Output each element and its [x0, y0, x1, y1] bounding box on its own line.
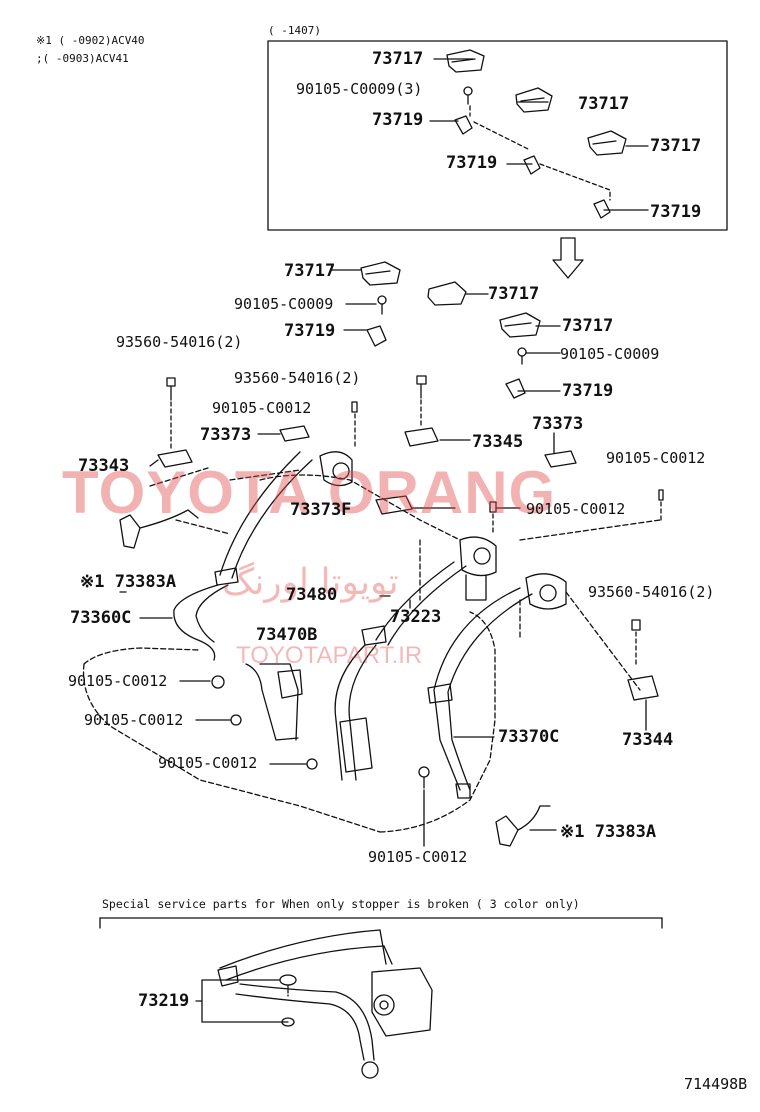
label-90105-c0012: 90105-C0012 [526, 500, 626, 518]
label-73373: 73373 [200, 425, 252, 445]
label-73383a: ※1 73383A [80, 572, 177, 592]
label-73360c: 73360C [70, 608, 132, 628]
inset-header: ( -1407) [268, 24, 321, 37]
watermark-persian: تویوتا اورنگ [222, 562, 399, 603]
label-90105-c0012: 90105-C0012 [606, 449, 706, 467]
label-73344: 73344 [622, 730, 674, 750]
label-73373f: 73373F [290, 500, 352, 520]
inset-frame [267, 40, 728, 231]
label-73717: 73717 [650, 136, 702, 156]
diagram-code: 714498B [684, 1075, 748, 1093]
label-73719: 73719 [284, 321, 336, 341]
label-90105-c0012: 90105-C0012 [84, 711, 184, 729]
label-93560-54016-2: 93560-54016(2) [116, 333, 243, 351]
label-93560-54016-2: 93560-54016(2) [234, 369, 361, 387]
label-73370c: 73370C [498, 727, 560, 747]
label-73717: 73717 [562, 316, 614, 336]
label-73719: 73719 [372, 110, 424, 130]
label-90105-c0009: 90105-C0009 [234, 295, 334, 313]
label-93560-54016-2: 93560-54016(2) [588, 583, 715, 601]
label-73717: 73717 [488, 284, 540, 304]
label-90105-c0012: 90105-C0012 [368, 848, 468, 866]
label-90105-c0012: 90105-C0012 [212, 399, 312, 417]
label-73219: 73219 [138, 991, 190, 1011]
label-73223: 73223 [390, 607, 442, 627]
label-73470b: 73470B [256, 625, 318, 645]
label-73719: 73719 [562, 381, 614, 401]
label-90105-c0012: 90105-C0012 [158, 754, 258, 772]
label-73480: 73480 [286, 585, 338, 605]
upper-parts [149, 261, 664, 536]
label-90105-c0009: 90105-C0009 [560, 345, 660, 363]
label-73717: 73717 [372, 49, 424, 69]
label-73717: 73717 [284, 261, 336, 281]
note-acv40: ※1 ( -0902)ACV40 [36, 34, 145, 47]
note-acv41: ;( -0903)ACV41 [36, 52, 129, 65]
label-73345: 73345 [472, 432, 524, 452]
special-service-drawing [99, 917, 663, 1079]
label-73719: 73719 [446, 153, 498, 173]
label-90105-c0009-3: 90105-C0009(3) [296, 80, 423, 98]
label-73373: 73373 [532, 414, 584, 434]
watermark-site: TOYOTAPART.IR [236, 642, 423, 669]
label-73719: 73719 [650, 202, 702, 222]
label-73343: 73343 [78, 456, 130, 476]
center-belt-assembly [179, 536, 497, 847]
label-73383a: ※1 73383A [560, 822, 657, 842]
right-belt-assembly [427, 573, 659, 847]
seat-outline [82, 467, 661, 833]
left-belt-assembly [119, 451, 353, 661]
special-service-note: Special service parts for When only stop… [102, 897, 580, 911]
watermark-brand: TOYOTA ORANG [62, 459, 557, 526]
inset-parts [429, 49, 649, 219]
label-90105-c0012: 90105-C0012 [68, 672, 168, 690]
down-arrow [552, 237, 584, 279]
label-73717: 73717 [578, 94, 630, 114]
